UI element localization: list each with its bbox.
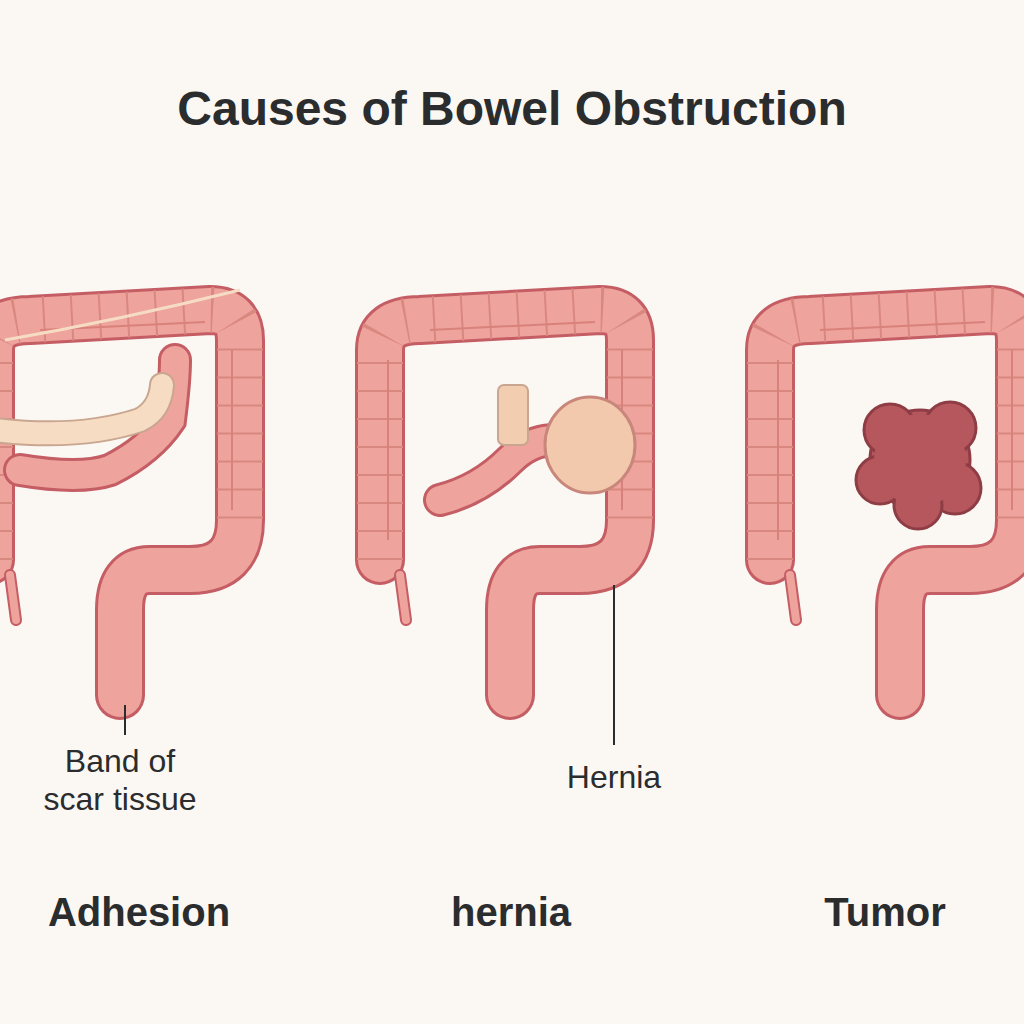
leader-line [124, 705, 126, 735]
part-label: Hernia [504, 758, 724, 796]
diagram-title: Causes of Bowel Obstruction [0, 80, 1024, 138]
part-label: Band of scar tissue [35, 742, 205, 819]
cause-caption: hernia [376, 888, 646, 936]
cause-caption: Adhesion [4, 888, 274, 936]
cause-caption: Tumor [750, 888, 1020, 936]
leader-line [613, 585, 615, 745]
